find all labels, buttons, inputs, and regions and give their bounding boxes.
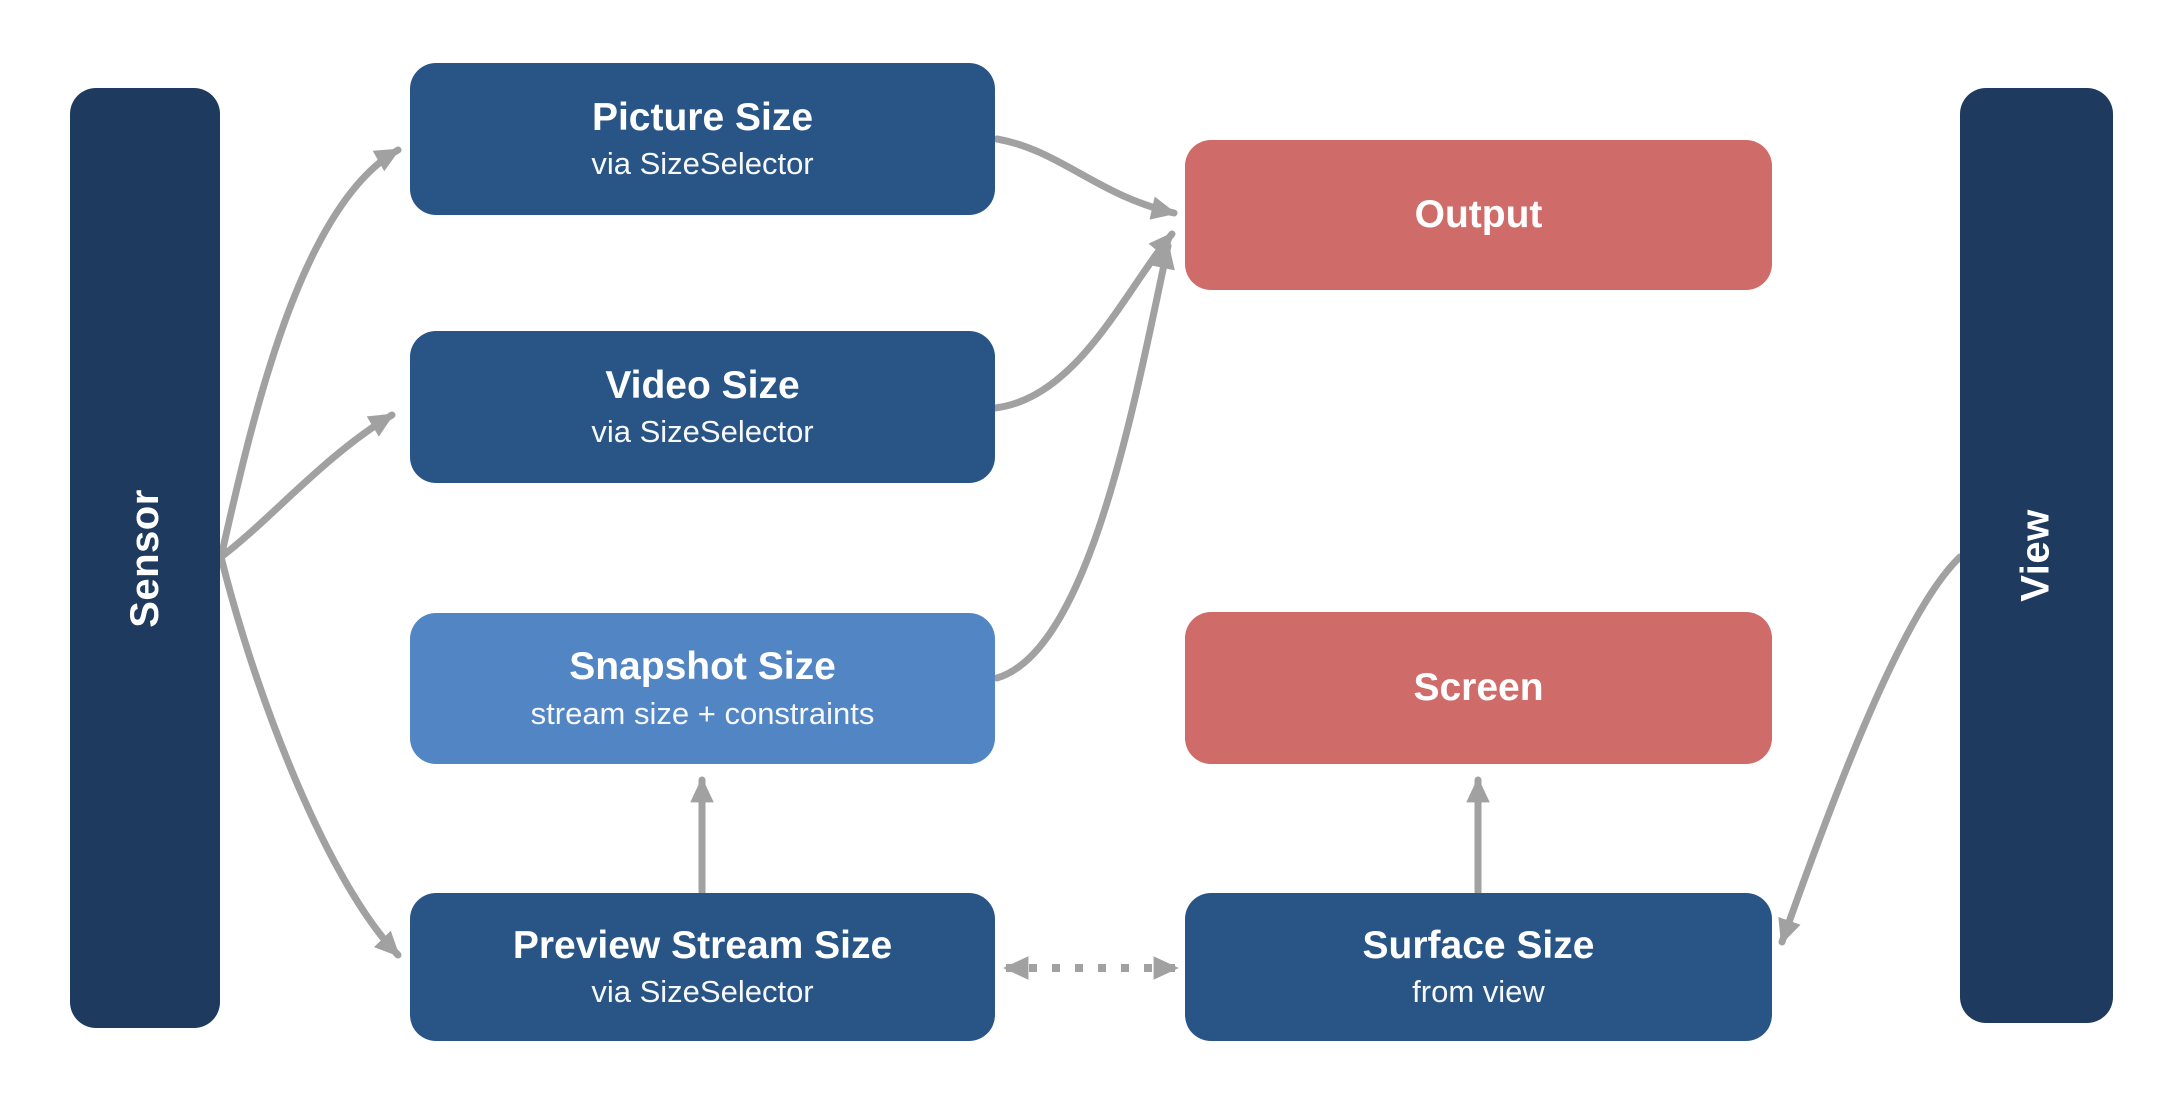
output-node: Output bbox=[1185, 140, 1772, 290]
edge-sensor-to-preview-arrow bbox=[217, 553, 402, 959]
preview-stream-size-subtitle: via SizeSelector bbox=[591, 974, 814, 1010]
snapshot-size-node: Snapshot Size stream size + constraints bbox=[410, 613, 995, 764]
picture-size-subtitle: via SizeSelector bbox=[591, 146, 814, 182]
output-title: Output bbox=[1414, 192, 1543, 236]
view-rail: View bbox=[1960, 88, 2113, 1023]
picture-size-node: Picture Size via SizeSelector bbox=[410, 63, 995, 215]
snapshot-size-subtitle: stream size + constraints bbox=[530, 695, 875, 731]
surface-size-node: Surface Size from view bbox=[1185, 893, 1772, 1041]
sensor-rail-label: Sensor bbox=[122, 488, 167, 628]
preview-stream-size-title: Preview Stream Size bbox=[512, 923, 893, 967]
surface-size-subtitle: from view bbox=[1412, 974, 1545, 1010]
screen-title: Screen bbox=[1413, 665, 1544, 709]
picture-size-title: Picture Size bbox=[591, 95, 814, 139]
screen-node: Screen bbox=[1185, 612, 1772, 764]
view-rail-label: View bbox=[2014, 509, 2058, 602]
preview-stream-size-node: Preview Stream Size via SizeSelector bbox=[410, 893, 995, 1041]
video-size-node: Video Size via SizeSelector bbox=[410, 331, 995, 483]
edge-snapshot-to-output-arrow bbox=[993, 242, 1175, 682]
snapshot-size-title: Snapshot Size bbox=[569, 645, 836, 688]
edge-sensor-to-picture-arrow bbox=[217, 146, 402, 561]
edge-video-to-output-arrow bbox=[991, 230, 1176, 412]
video-size-title: Video Size bbox=[605, 363, 800, 407]
edge-sensor-to-video-arrow bbox=[217, 411, 396, 561]
video-size-subtitle: via SizeSelector bbox=[591, 414, 814, 450]
sensor-rail: Sensor bbox=[70, 88, 220, 1028]
surface-size-title: Surface Size bbox=[1362, 923, 1595, 967]
edge-view-to-surface-arrow bbox=[1778, 553, 1964, 946]
edge-picture-to-output-arrow bbox=[993, 135, 1178, 220]
